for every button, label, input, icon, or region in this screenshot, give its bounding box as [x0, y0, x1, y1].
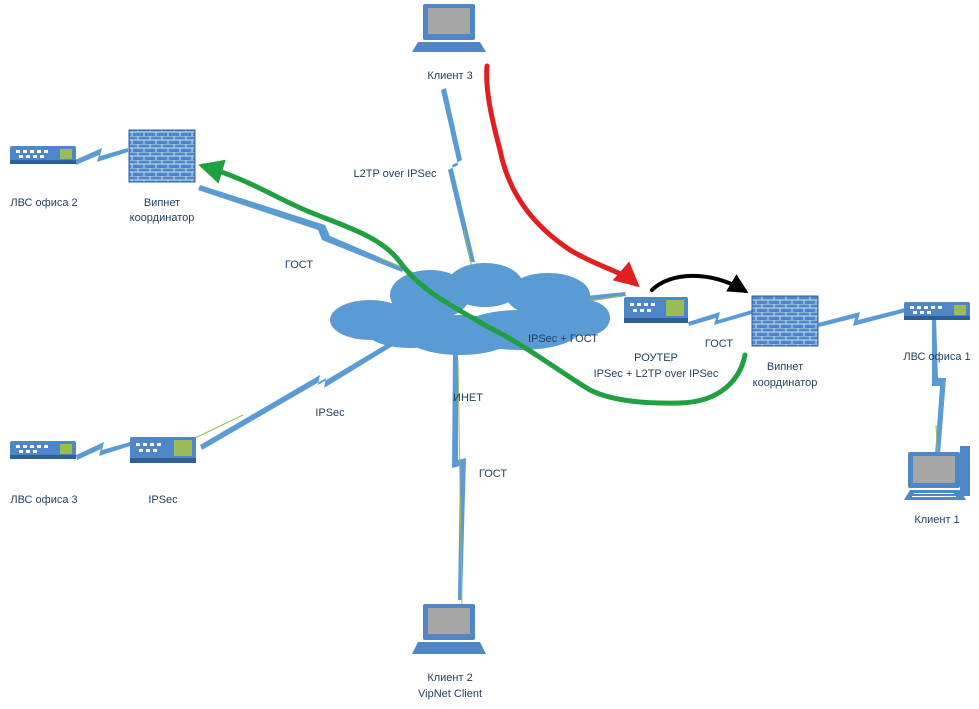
label-link-ipsec-left: IPSec: [315, 407, 345, 419]
label-link-inet: ИНЕТ: [453, 392, 483, 404]
label-link-gost-right: ГОСТ: [705, 338, 733, 350]
label-client3: Клиент 3: [427, 70, 472, 82]
link-lan3-ipsec: [76, 442, 130, 460]
label-link-l2tp: L2TP over IPSec: [354, 168, 437, 180]
green-arrow: [198, 159, 748, 406]
black-arrow: [650, 273, 749, 294]
red-arrow: [484, 63, 640, 288]
label-client1: Клиент 1: [914, 514, 959, 526]
firewall-icon-left: [128, 129, 196, 183]
label-ipsec-device: IPSec: [148, 494, 178, 506]
label-client2-2: VipNet Client: [418, 688, 482, 700]
label-link-ipsec-gost: IPSec + ГОСТ: [528, 333, 598, 345]
router-icon-ipsec: [130, 437, 196, 463]
link-cloud-client2: [452, 350, 466, 600]
label-router-2: IPSec + L2TP over IPSec: [594, 368, 719, 380]
labels: Клиент 3 ЛВС офиса 2 Випнет координатор …: [10, 70, 970, 700]
link-router-coordinator: [688, 310, 752, 326]
label-link-gost-left: ГОСТ: [285, 259, 313, 271]
router-icon: [624, 297, 688, 323]
desktop-computer-icon-client1: [904, 446, 970, 500]
label-vipnet-left-1: Випнет: [144, 197, 180, 209]
network-switch-icon-lan1: [904, 302, 970, 320]
link-ipsec-cloud: [200, 318, 432, 450]
label-lan-office3: ЛВС офиса 3: [10, 494, 77, 506]
network-switch-icon-lan3: [10, 441, 76, 459]
label-lan-office1: ЛВС офиса 1: [903, 351, 970, 363]
label-client2-1: Клиент 2: [427, 672, 472, 684]
label-vipnet-left-2: координатор: [130, 212, 195, 224]
link-lan1-client1: [932, 318, 946, 455]
link-coordinator-lan1: [818, 308, 906, 327]
laptop-icon-client2: [412, 604, 486, 654]
label-vipnet-right-1: Випнет: [767, 361, 803, 373]
internet-cloud-icon: [330, 263, 610, 355]
firewall-icon-right: [751, 295, 819, 347]
label-lan-office2: ЛВС офиса 2: [10, 197, 77, 209]
label-vipnet-right-2: координатор: [753, 377, 818, 389]
label-link-gost-bottom: ГОСТ: [479, 468, 507, 480]
network-switch-icon-lan2: [10, 146, 76, 164]
label-router-1: РОУТЕР: [634, 352, 678, 364]
link-coordinator-left-cloud: [198, 185, 405, 272]
laptop-icon-client3: [412, 4, 486, 52]
link-client3-cloud: [441, 88, 475, 262]
link-lan2-coordinator: [75, 148, 128, 165]
